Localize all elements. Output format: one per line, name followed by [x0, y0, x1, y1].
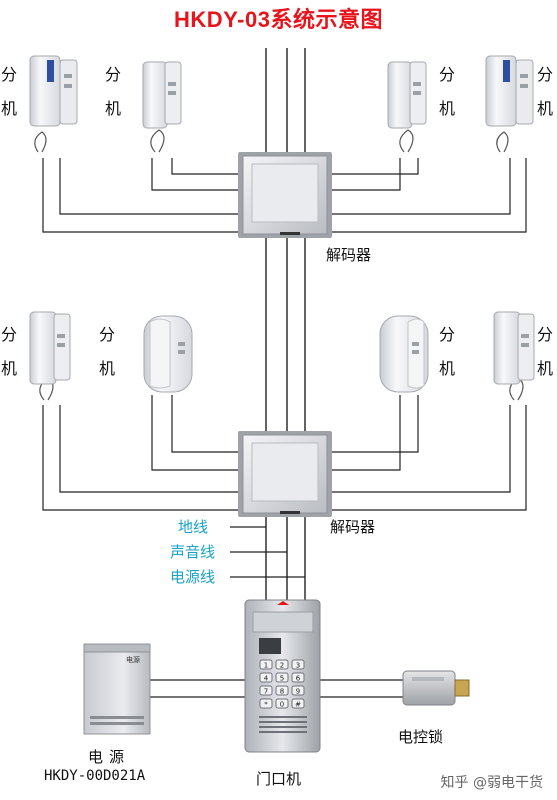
- handset-top-2: [142, 61, 182, 153]
- keypad-key: [291, 698, 305, 709]
- keypad-key: [275, 685, 289, 696]
- top-branch-wires: [42, 158, 527, 233]
- keypad-key-label: 2: [280, 662, 284, 670]
- keypad-key-label: 9: [296, 688, 300, 696]
- decoder-middle: [238, 431, 332, 517]
- keypad-key-label: 6: [296, 675, 301, 683]
- keypad-key: [275, 672, 289, 683]
- handset-mid-3: [379, 315, 429, 393]
- extension-label-mid-4: 分机: [536, 325, 553, 378]
- decoder-label-middle: 解码器: [330, 518, 376, 536]
- keypad-key-label: 7: [264, 688, 268, 696]
- decoder-label-top: 解码器: [326, 246, 372, 264]
- power-supply-tag: 电源: [126, 655, 140, 664]
- handset-top-4: [485, 55, 534, 153]
- keypad-key: [259, 659, 273, 670]
- handset-top-3: [387, 61, 427, 153]
- electric-lock-label: 电控锁: [398, 728, 444, 746]
- electric-lock-unit: [402, 670, 470, 706]
- door-station-label: 门口机: [256, 770, 302, 788]
- extension-label-top-4: 分机: [536, 65, 553, 118]
- keypad-key: [291, 672, 305, 683]
- extension-label-mid-2: 分机: [98, 325, 115, 378]
- keypad-key: [259, 698, 273, 709]
- decoder-top: [238, 152, 332, 238]
- diagram-title: HKDY-03系统示意图: [174, 7, 383, 32]
- power-supply-model: HKDY-00D021A: [44, 768, 146, 784]
- keypad-key-label: 4: [264, 675, 269, 683]
- keypad-key-label: 5: [280, 675, 284, 683]
- handset-top-1: [29, 55, 78, 153]
- keypad-key: [275, 659, 289, 670]
- middle-branch-wires: [42, 395, 527, 511]
- wire-label-ground: 地线: [178, 518, 209, 536]
- power-supply-label: 电源: [88, 748, 131, 766]
- keypad-key-label: 0: [280, 701, 284, 709]
- keypad-key-label: *: [264, 701, 268, 709]
- extension-label-mid-1: 分机: [0, 325, 17, 378]
- extension-label-mid-3: 分机: [438, 325, 455, 378]
- door-station-unit: 1 2 3 4 5 6 7 8 9 * 0 #: [244, 599, 321, 753]
- power-supply-unit: 电源 楼宇对讲专用电源: [83, 643, 151, 735]
- keypad-key: [275, 698, 289, 709]
- door-station-speaker-grille: [259, 716, 307, 733]
- keypad-key: [259, 672, 273, 683]
- extension-label-top-2: 分机: [104, 65, 121, 118]
- keypad-key-label: 3: [296, 662, 300, 670]
- door-station-keypad: 1 2 3 4 5 6 7 8 9 * 0 #: [259, 659, 305, 709]
- extension-label-top-1: 分机: [0, 65, 17, 118]
- keypad-key-label: #: [295, 701, 301, 709]
- bus-wires: [265, 48, 306, 600]
- handset-mid-4: [493, 311, 535, 401]
- keypad-key: [291, 659, 305, 670]
- keypad-key: [291, 685, 305, 696]
- handset-mid-1: [29, 311, 71, 401]
- bottom-wires: [150, 526, 403, 698]
- keypad-key: [259, 685, 273, 696]
- wire-label-audio: 声音线: [170, 543, 216, 561]
- wire-label-power: 电源线: [170, 568, 216, 586]
- watermark: 知乎 @弱电干货: [440, 775, 543, 791]
- handset-mid-2: [143, 315, 193, 393]
- keypad-key-label: 8: [280, 688, 284, 696]
- extension-label-top-3: 分机: [438, 65, 455, 118]
- keypad-key-label: 1: [264, 662, 268, 670]
